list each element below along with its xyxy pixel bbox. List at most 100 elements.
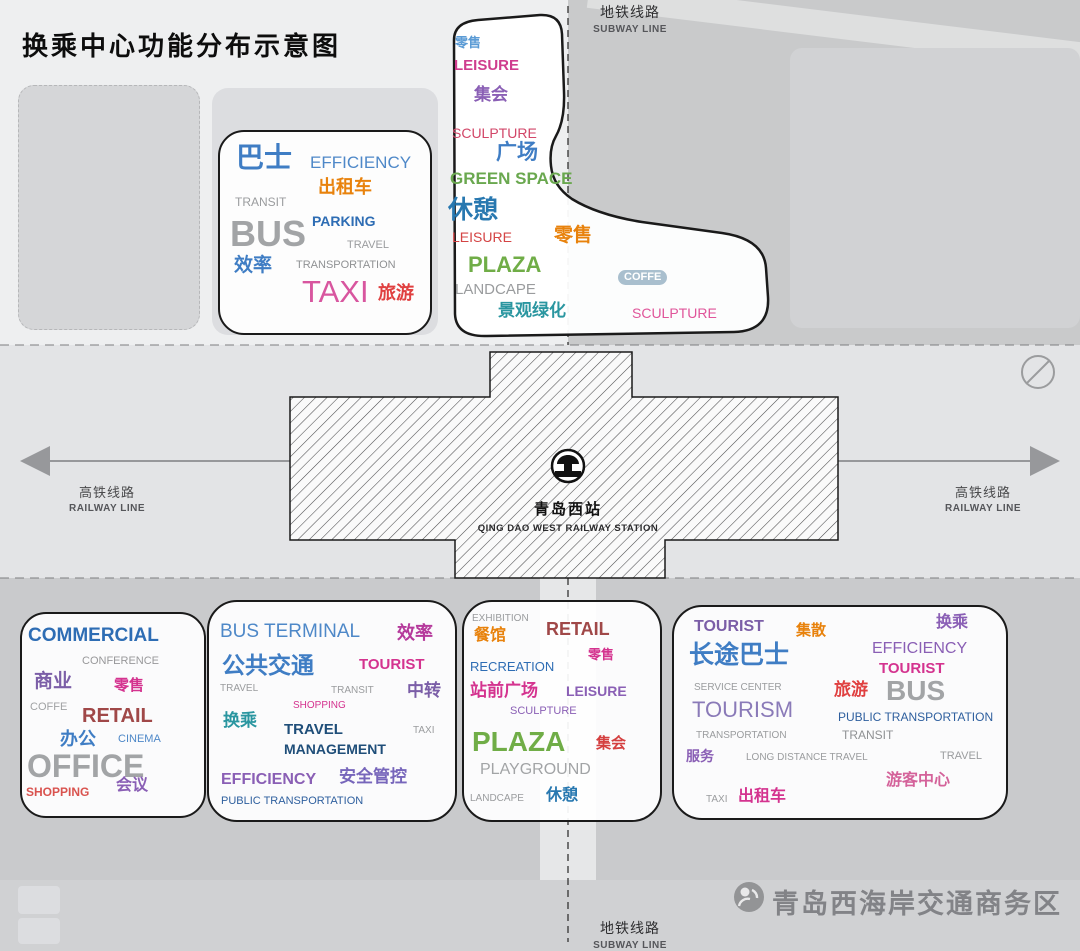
wordcloud-word: 集会 — [596, 735, 627, 752]
wordcloud-word: TOURIST — [879, 660, 945, 677]
wordcloud-word: PLAZA — [468, 252, 542, 277]
wordcloud-word: TRAVEL — [284, 721, 343, 738]
wordcloud-word: RETAIL — [546, 619, 610, 639]
wordcloud-word: COMMERCIAL — [28, 625, 159, 646]
railway-station-logo — [550, 448, 586, 484]
wordcloud-word: TRANSIT — [842, 728, 894, 742]
wordcloud-word: TRANSIT — [331, 685, 374, 696]
wordcloud-word: PLAZA — [472, 726, 566, 757]
wordcloud-word: OFFICE — [27, 748, 145, 784]
wordcloud-word: TRANSIT — [235, 195, 287, 209]
wordcloud-word: 商业 — [34, 671, 73, 692]
wordcloud-word: 零售 — [114, 677, 145, 694]
wordcloud-word: 会议 — [116, 777, 149, 794]
wordcloud-word: TAXI — [706, 794, 728, 805]
railway-left-en: RAILWAY LINE — [68, 503, 145, 514]
wordcloud-word: LEISURE — [452, 229, 512, 245]
wordcloud-word: 零售 — [554, 225, 593, 246]
wordcloud-word: LANDCAPE — [470, 793, 524, 804]
map-block — [18, 886, 60, 914]
wordcloud-word: BUS TERMINAL — [220, 621, 361, 642]
wordcloud-word: SCULPTURE — [452, 125, 537, 141]
wordcloud-word: EXHIBITION — [472, 613, 529, 624]
subway-bottom-en: SUBWAY LINE — [593, 940, 667, 951]
station-name-en: QING DAO WEST RAILWAY STATION — [477, 523, 659, 534]
wordcloud-word: 出租车 — [738, 788, 787, 805]
wordcloud-word: TOURISM — [692, 697, 794, 722]
wordcloud-word: COFFE — [30, 701, 68, 713]
wordcloud-word: TOURIST — [359, 656, 425, 673]
railway-left-zh: 高铁线路 — [78, 485, 135, 500]
map-block — [790, 48, 1080, 328]
wordcloud-word: TRANSPORTATION — [696, 730, 787, 741]
wordcloud-word: TAXI — [413, 725, 435, 736]
wordcloud-word: 出租车 — [318, 177, 372, 197]
wordcloud-word: SHOPPING — [26, 785, 90, 799]
wordcloud-word: BUS — [230, 213, 307, 254]
wordcloud-word: PARKING — [312, 213, 376, 229]
plaza-north-blob-outline — [452, 13, 770, 338]
wordcloud-word: PUBLIC TRANSPORTATION — [838, 710, 994, 724]
blob-plaza-south: EXHIBITION 餐馆 RETAIL 零售 RECREATION 站前广场 LEISUR… — [462, 600, 662, 822]
wordcloud-word: CONFERENCE — [82, 655, 160, 667]
wordcloud-word: EFFICIENCY — [310, 153, 412, 172]
wordcloud-word: SCULPTURE — [510, 705, 577, 717]
page-title: 换乘中心功能分布示意图 — [22, 31, 342, 61]
station-name-zh: 青岛西站 — [533, 501, 602, 518]
blob-transit-northwest: 巴士 EFFICIENCY 出租车 TRANSIT PARKING BUS TRAVEL 效率… — [218, 130, 432, 335]
wordcloud-word: 巴士 — [236, 142, 293, 173]
railway-line-label-right: 高铁线路 RAILWAY LINE — [928, 482, 1038, 514]
wordcloud-word: BUS — [886, 675, 946, 706]
subway-top-en: SUBWAY LINE — [593, 24, 667, 35]
wordcloud-word: 长途巴士 — [689, 641, 790, 669]
wordcloud-word: RETAIL — [82, 705, 153, 727]
wordcloud-word: TRAVEL — [347, 239, 389, 251]
wordcloud-word: TRAVEL — [940, 750, 982, 762]
wordcloud-word: RECREATION — [470, 659, 555, 674]
wordcloud-word: LEISURE — [454, 57, 520, 74]
wordcloud-word: LANDCAPE — [455, 281, 536, 298]
wordcloud-word: 站前广场 — [470, 681, 538, 700]
subway-bottom-zh: 地铁线路 — [600, 920, 660, 936]
wordcloud-word: GREEN SPACE — [450, 169, 573, 188]
map-block — [18, 85, 200, 330]
wordcloud-word: 效率 — [397, 623, 433, 643]
wordcloud-word: 餐馆 — [474, 627, 507, 644]
wordcloud-word: 服务 — [686, 748, 714, 764]
compass-icon — [1021, 355, 1055, 389]
wordcloud-word: TAXI — [302, 274, 369, 309]
wordcloud-word: TRANSPORTATION — [296, 259, 396, 271]
wordcloud-word: 集会 — [474, 85, 508, 104]
wordcloud-word: 中转 — [407, 681, 441, 700]
wordcloud-word: LEISURE — [566, 683, 627, 699]
watermark-text: 青岛西海岸交通商务区 — [772, 889, 1062, 919]
wordcloud-word: 零售 — [455, 35, 482, 50]
railway-right-zh: 高铁线路 — [954, 485, 1011, 500]
wordcloud-word: 零售 — [588, 647, 615, 662]
wordcloud-word: SHOPPING — [293, 700, 346, 711]
subway-line-label-top: 地铁线路 SUBWAY LINE — [575, 2, 685, 35]
wordcloud-word: PUBLIC TRANSPORTATION — [221, 795, 364, 807]
wordcloud-word: MANAGEMENT — [284, 741, 386, 757]
wordcloud-word: 办公 — [60, 729, 96, 749]
wordcloud-word: EFFICIENCY — [221, 771, 317, 788]
wordcloud-word: 集散 — [796, 622, 827, 639]
railway-line-label-left: 高铁线路 RAILWAY LINE — [52, 482, 162, 514]
railway-arrow-right — [1030, 446, 1060, 476]
wordcloud-word: 旅游 — [378, 283, 414, 303]
wordcloud-word: 效率 — [234, 255, 273, 276]
subway-top-zh: 地铁线路 — [600, 4, 660, 20]
map-strip-bottom — [0, 880, 1080, 951]
wordcloud-word: LONG DISTANCE TRAVEL — [746, 752, 868, 763]
wordcloud-word: 旅游 — [834, 680, 868, 699]
wordcloud-word: EFFICIENCY — [872, 640, 968, 657]
wordcloud-word: 游客中心 — [886, 772, 951, 789]
station-name: 青岛西站 QING DAO WEST RAILWAY STATION — [468, 498, 668, 534]
wordcloud-word: 景观绿化 — [498, 301, 566, 320]
subway-line-label-bottom: 地铁线路 SUBWAY LINE — [575, 918, 685, 951]
wordcloud-word: 换乘 — [936, 614, 969, 631]
wordcloud-word: CINEMA — [118, 733, 161, 745]
